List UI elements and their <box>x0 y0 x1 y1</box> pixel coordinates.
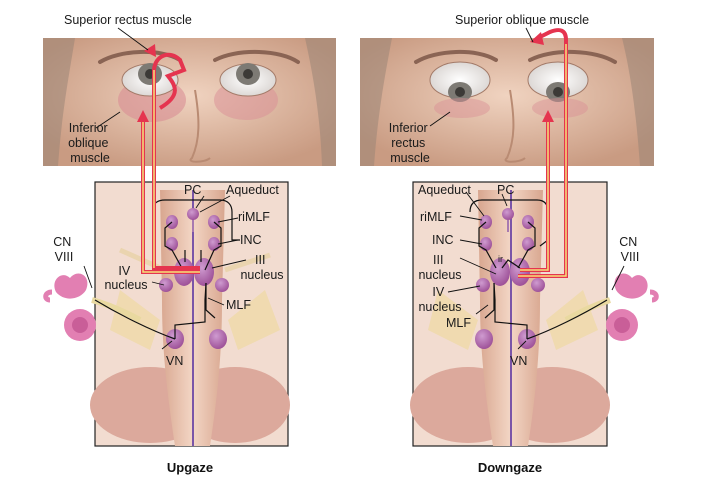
label-rimlf-downgaze: riMLF <box>420 210 452 224</box>
face-downgaze <box>360 38 654 166</box>
label-iii-nucleus-upgaze: III nucleus <box>240 253 283 282</box>
leader-lines-upgaze <box>83 27 247 350</box>
label-cn-viii-upgaze-1: CN <box>53 235 71 249</box>
label-pc-upgaze: PC <box>184 183 201 197</box>
label-aqueduct-downgaze: Aqueduct <box>418 183 471 197</box>
label-superior-rectus: Superior rectus muscle <box>64 13 192 27</box>
label-inferior-oblique: Inferior oblique muscle <box>68 121 112 165</box>
brainstem-downgaze <box>410 190 610 446</box>
labels-downgaze: Superior oblique muscle Inferior rectus … <box>389 13 641 475</box>
label-iii-nucleus-downgaze: III nucleus <box>418 253 461 282</box>
inner-ear-downgaze <box>564 273 659 341</box>
label-vn-upgaze: VN <box>166 354 183 368</box>
labels-upgaze: Superior rectus muscle Inferior oblique … <box>53 13 283 475</box>
face-upgaze <box>43 38 336 166</box>
label-iii-nucleus-downgaze-2: nucleus <box>418 268 461 282</box>
label-iv-nucleus-downgaze-1: IV <box>432 285 444 299</box>
label-inferior-oblique-3: muscle <box>70 151 110 165</box>
label-inferior-oblique-1: Inferior <box>69 121 108 135</box>
label-pc-downgaze: PC <box>497 183 514 197</box>
label-inferior-oblique-2: oblique <box>68 136 108 150</box>
label-iv-nucleus-downgaze: IV nucleus <box>418 285 461 314</box>
label-inferior-rectus-1: Inferior <box>389 121 428 135</box>
label-cn-viii-downgaze: CN VIII <box>619 235 641 264</box>
label-ir-downgaze: ir <box>498 254 503 264</box>
motor-pathway-upgaze <box>137 44 200 274</box>
upgaze-panel: Superior rectus muscle Inferior oblique … <box>43 13 336 475</box>
label-cn-viii-downgaze-2: VIII <box>621 250 640 264</box>
label-cn-viii-upgaze: CN VIII <box>53 235 75 264</box>
label-mlf-downgaze: MLF <box>446 316 471 330</box>
caption-upgaze: Upgaze <box>167 460 213 475</box>
label-vn-downgaze: VN <box>510 354 527 368</box>
label-inc-downgaze: INC <box>432 233 454 247</box>
label-iii-nucleus-downgaze-1: III <box>433 253 443 267</box>
label-inferior-rectus-3: muscle <box>390 151 430 165</box>
label-aqueduct-upgaze: Aqueduct <box>226 183 279 197</box>
neural-pathways-downgaze <box>469 199 608 340</box>
label-iv-nucleus-upgaze: IV nucleus <box>104 264 147 292</box>
downgaze-panel: Superior oblique muscle Inferior rectus … <box>360 13 659 475</box>
motor-pathway-downgaze <box>518 28 568 278</box>
label-iv-nucleus-upgaze-2: nucleus <box>104 278 147 292</box>
label-superior-oblique: Superior oblique muscle <box>455 13 589 27</box>
label-inc-upgaze: INC <box>240 233 262 247</box>
label-cn-viii-downgaze-1: CN <box>619 235 637 249</box>
brainstem-upgaze <box>90 190 290 446</box>
label-iv-nucleus-downgaze-2: nucleus <box>418 300 461 314</box>
label-iv-nucleus-upgaze-1: IV <box>118 264 130 278</box>
label-rimlf-upgaze: riMLF <box>238 210 270 224</box>
label-inferior-rectus-2: rectus <box>391 136 425 150</box>
label-inferior-rectus: Inferior rectus muscle <box>389 121 431 165</box>
label-iii-nucleus-upgaze-2: nucleus <box>240 268 283 282</box>
label-cn-viii-upgaze-2: VIII <box>55 250 74 264</box>
label-iii-nucleus-upgaze-1: III <box>255 253 265 267</box>
caption-downgaze: Downgaze <box>478 460 542 475</box>
label-mlf-upgaze: MLF <box>226 298 251 312</box>
leader-lines-downgaze <box>429 27 625 350</box>
